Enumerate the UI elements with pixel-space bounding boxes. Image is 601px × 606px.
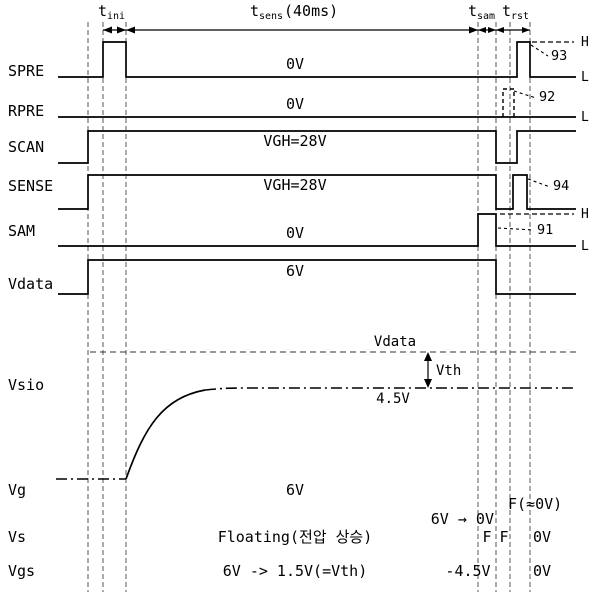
tsam-label-sub: sam (477, 11, 495, 22)
tini-arrowhead-right (117, 26, 126, 34)
ref-93: 93 (551, 48, 567, 64)
spre-label: SPRE (8, 62, 44, 80)
trst-arrowhead-right (522, 27, 530, 33)
ref-91: 91 (537, 222, 553, 238)
vsio-row: Vsio Vdata Vth 4.5V (8, 334, 576, 480)
vs-rst-value: 0V (533, 528, 551, 546)
tsens-label-sub: sens (259, 11, 283, 22)
sense-label: SENSE (8, 177, 53, 195)
vg-sam-transition-value: 6V → 0V (431, 510, 494, 528)
scan-row: SCAN VGH=28V (8, 130, 576, 164)
tsam-label: t (468, 2, 477, 20)
scan-waveform (58, 130, 576, 164)
vgs-row: Vgs 6V -> 1.5V(=Vth) -4.5V 0V (8, 562, 551, 580)
vsio-charging-curve (125, 389, 206, 480)
vg-rst-value: F(≈0V) (508, 495, 562, 513)
sense-row: SENSE VGH=28V 94 (8, 174, 576, 210)
rpre-dashed-pulse (502, 88, 515, 117)
scan-label: SCAN (8, 138, 44, 156)
scan-level-text: VGH=28V (263, 132, 326, 150)
vsio-settled-value: 4.5V (376, 391, 410, 407)
tsens-arrowhead-right (469, 26, 478, 34)
vdata-reference-label: Vdata (374, 334, 416, 350)
sam-waveform (58, 213, 576, 247)
tini-label-sub: ini (107, 11, 125, 22)
vs-row: Vs Floating(전압 상승) F F 0V (8, 528, 551, 546)
vg-label: Vg (8, 481, 26, 499)
vgs-sam-value: -4.5V (445, 562, 490, 580)
vdata-row: Vdata 6V (8, 259, 576, 295)
vgs-label: Vgs (8, 562, 35, 580)
vs-label: Vs (8, 528, 26, 546)
spre-waveform (58, 41, 576, 78)
ref-94-leader-line (527, 178, 551, 188)
sam-low-marker: L (581, 239, 589, 254)
vth-arrowhead-down (424, 379, 432, 388)
timing-labels: t ini t sens (40ms) t sam t rst (98, 2, 529, 22)
sam-high-marker: H (581, 207, 589, 222)
spre-level-text: 0V (286, 55, 304, 73)
tsens-arrowhead-left (126, 26, 135, 34)
vdata-level-text: 6V (286, 262, 304, 280)
rpre-low-marker: L (581, 110, 589, 125)
sense-waveform (58, 174, 576, 210)
vth-arrowhead-up (424, 352, 432, 361)
trst-label: t (502, 2, 511, 20)
rpre-label: RPRE (8, 102, 44, 120)
tsens-label: t (250, 2, 259, 20)
ref-94: 94 (553, 178, 569, 194)
vdata-waveform (58, 259, 576, 295)
rpre-level-text: 0V (286, 95, 304, 113)
sam-level-text: 0V (286, 224, 304, 242)
vth-label: Vth (436, 363, 461, 379)
trst-arrowhead-left (496, 27, 504, 33)
vs-sam-value: F (482, 528, 491, 546)
vsio-label: Vsio (8, 376, 44, 394)
spre-high-marker: H (581, 35, 589, 50)
vs-sens-value: Floating(전압 상승) (218, 528, 373, 546)
sam-label: SAM (8, 222, 35, 240)
tsam-arrowhead-left (478, 27, 486, 33)
rpre-row: RPRE 0V 92 L (8, 88, 589, 125)
tini-arrowhead-left (103, 26, 112, 34)
ref-91-leader-line (497, 227, 535, 231)
ref-92-leader-line (513, 90, 537, 99)
sam-row: SAM 0V 91 H L (8, 207, 589, 254)
vg-sens-value: 6V (286, 481, 304, 499)
vg-row: Vg 6V 6V → 0V F(≈0V) (8, 481, 562, 528)
vgs-rst-value: 0V (533, 562, 551, 580)
ref-92: 92 (539, 89, 555, 105)
vs-rst-floating-value: F (499, 528, 508, 546)
tini-label: t (98, 2, 107, 20)
timing-interval-arrows (103, 26, 530, 34)
vsio-settled-line (204, 387, 576, 391)
time-boundary-gridlines (87, 22, 531, 592)
spre-row: SPRE 0V 93 H L (8, 35, 589, 85)
trst-label-sub: rst (511, 11, 529, 22)
sense-level-text: VGH=28V (263, 176, 326, 194)
vgs-sens-value: 6V -> 1.5V(=Vth) (223, 562, 368, 580)
tsam-arrowhead-right (488, 27, 496, 33)
tsens-label-suffix: (40ms) (284, 2, 338, 20)
vdata-label: Vdata (8, 275, 53, 293)
spre-low-marker: L (581, 70, 589, 85)
